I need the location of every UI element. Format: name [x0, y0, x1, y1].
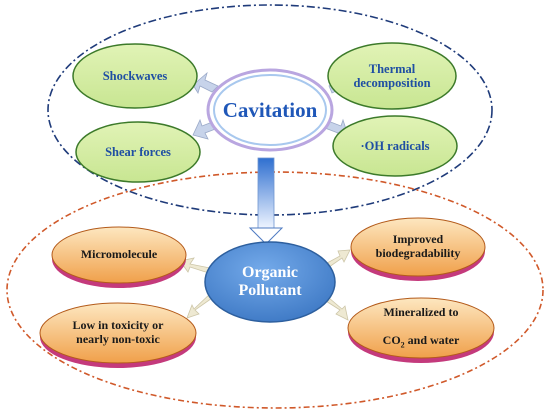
node-biodeg-shape	[350, 217, 486, 281]
down-arrow	[248, 157, 284, 245]
top-cluster-border	[47, 4, 493, 216]
node-oh-label: ·OH radicals	[360, 138, 430, 153]
node-micro-label: Micromolecule	[80, 247, 158, 262]
cavitation-ring	[206, 68, 334, 152]
node-mineral-tail: and water	[404, 333, 460, 348]
node-toxicity-label: Low in toxicity or nearly non-toxic	[72, 318, 164, 346]
node-mineral-label: Mineralized to CO2 and water	[356, 305, 486, 350]
organic-pollutant-shape	[204, 241, 336, 323]
node-oh-shape	[332, 115, 458, 177]
node-mineral-shape	[347, 297, 495, 363]
node-thermal-shape	[327, 42, 457, 110]
node-shear-shape	[75, 121, 201, 183]
node-micro-shape	[51, 226, 187, 288]
node-shear-label: Shear forces	[105, 144, 171, 159]
node-mineral-line2: CO2 and water	[383, 320, 460, 349]
node-mineral-line1: Mineralized to	[383, 305, 459, 320]
organic-pollutant-label: Organic Pollutant	[238, 263, 302, 299]
node-toxicity-shape	[39, 302, 197, 368]
bottom-cluster-border	[6, 171, 544, 409]
node-shockwaves-shape	[72, 43, 198, 109]
node-biodeg-label: Improved biodegradability	[375, 232, 461, 260]
node-shockwaves-label: Shockwaves	[102, 68, 168, 83]
cavitation-label: Cavitation	[222, 97, 318, 122]
node-mineral-co: CO	[382, 333, 401, 348]
node-mineral-sub: 2	[400, 340, 405, 350]
node-thermal-label: Thermal decomposition	[353, 61, 431, 90]
